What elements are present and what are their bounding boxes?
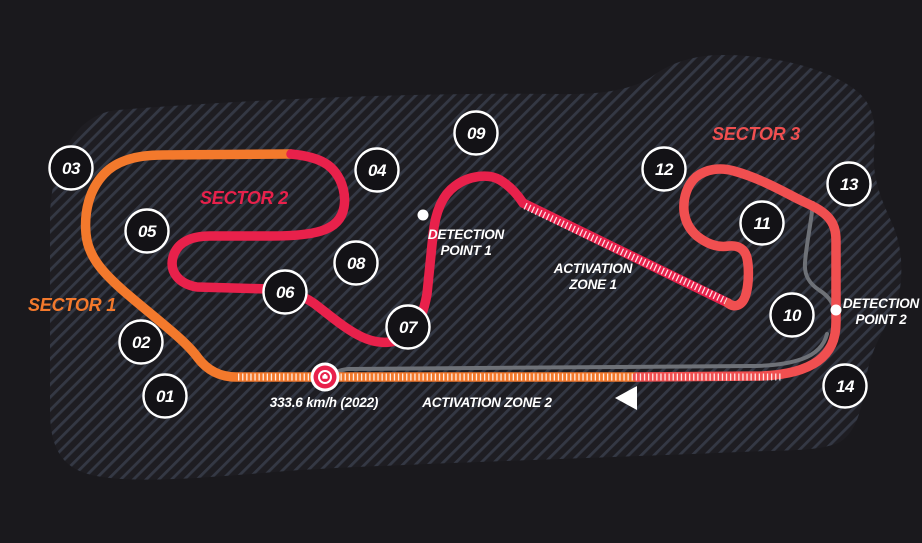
detection-point-2-line2: POINT 2 — [855, 311, 907, 327]
activation-zone-1-line2: ZONE 1 — [569, 276, 617, 292]
turn-circle-12 — [641, 146, 687, 192]
activation-zone-1-line1: ACTIVATION — [553, 261, 633, 276]
detection-point-1-line2: POINT 1 — [440, 242, 492, 258]
turn-number-14: 14 — [836, 377, 855, 396]
turn-number-11: 11 — [754, 214, 771, 233]
turn-number-02: 02 — [132, 333, 151, 352]
turn-circle-06 — [262, 269, 308, 315]
turn-marker-10: 10 — [769, 292, 815, 338]
turn-number-09: 09 — [467, 124, 486, 143]
turn-marker-08: 08 — [333, 240, 379, 286]
activation-zone-2-label: ACTIVATION ZONE 2 — [407, 395, 567, 411]
speed-trap-label: 333.6 km/h (2022) — [269, 395, 379, 410]
turn-circle-10 — [769, 292, 815, 338]
speed-camera-glyph — [322, 375, 328, 379]
turn-circle-14 — [822, 363, 868, 409]
sector-1-label: SECTOR 1 — [28, 295, 117, 315]
speed-trap-icon — [310, 362, 340, 392]
turn-marker-06: 06 — [262, 269, 308, 315]
turn-number-07: 07 — [399, 318, 419, 337]
turn-number-04: 04 — [368, 161, 387, 180]
turn-circle-04 — [354, 147, 400, 193]
activation-zone-1-label: ACTIVATION ZONE 1 — [523, 261, 663, 292]
turn-marker-04: 04 — [354, 147, 400, 193]
turn-circle-13 — [826, 161, 872, 207]
activation-zone-2-line1: ACTIVATION ZONE 2 — [422, 395, 552, 410]
turn-marker-02: 02 — [118, 319, 164, 365]
detection-point-1-dot — [417, 209, 429, 221]
turn-number-12: 12 — [655, 160, 674, 179]
detection-point-2-label: DETECTION POINT 2 — [838, 296, 922, 327]
turn-number-01: 01 — [156, 387, 174, 406]
old-layout-line-chicane — [802, 201, 837, 313]
turn-marker-13: 13 — [826, 161, 872, 207]
detection-point-2-dot — [830, 304, 842, 316]
sector-3-label: SECTOR 3 — [712, 124, 801, 144]
turn-circle-03 — [48, 145, 94, 191]
turn-circle-02 — [118, 319, 164, 365]
turn-circle-01 — [142, 373, 188, 419]
turn-circle-11 — [739, 200, 785, 246]
detection-point-1-line1: DETECTION — [427, 227, 505, 242]
turn-number-10: 10 — [783, 306, 802, 325]
turn-number-08: 08 — [347, 254, 366, 273]
turn-number-05: 05 — [138, 222, 157, 241]
turn-marker-05: 05 — [124, 208, 170, 254]
turn-marker-01: 01 — [142, 373, 188, 419]
detection-point-2-line1: DETECTION — [842, 296, 920, 311]
turn-marker-07: 07 — [385, 304, 431, 350]
turn-number-03: 03 — [62, 159, 81, 178]
detection-point-1-label: DETECTION POINT 1 — [396, 227, 536, 258]
turn-marker-12: 12 — [641, 146, 687, 192]
direction-arrow-icon — [615, 386, 637, 410]
turn-marker-03: 03 — [48, 145, 94, 191]
sector-2-label: SECTOR 2 — [200, 188, 289, 208]
turn-number-06: 06 — [276, 283, 295, 302]
turn-number-13: 13 — [840, 175, 859, 194]
turn-circle-05 — [124, 208, 170, 254]
turn-circle-07 — [385, 304, 431, 350]
turn-marker-09: 09 — [453, 110, 499, 156]
turn-circle-09 — [453, 110, 499, 156]
speed-camera-glyph-top — [323, 374, 327, 376]
turn-marker-14: 14 — [822, 363, 868, 409]
turn-marker-11: 11 — [739, 200, 785, 246]
turn-circle-08 — [333, 240, 379, 286]
sector-1-track — [80, 149, 642, 382]
sector-3-track — [632, 164, 841, 382]
activation-zone-1-ticks — [523, 202, 728, 305]
